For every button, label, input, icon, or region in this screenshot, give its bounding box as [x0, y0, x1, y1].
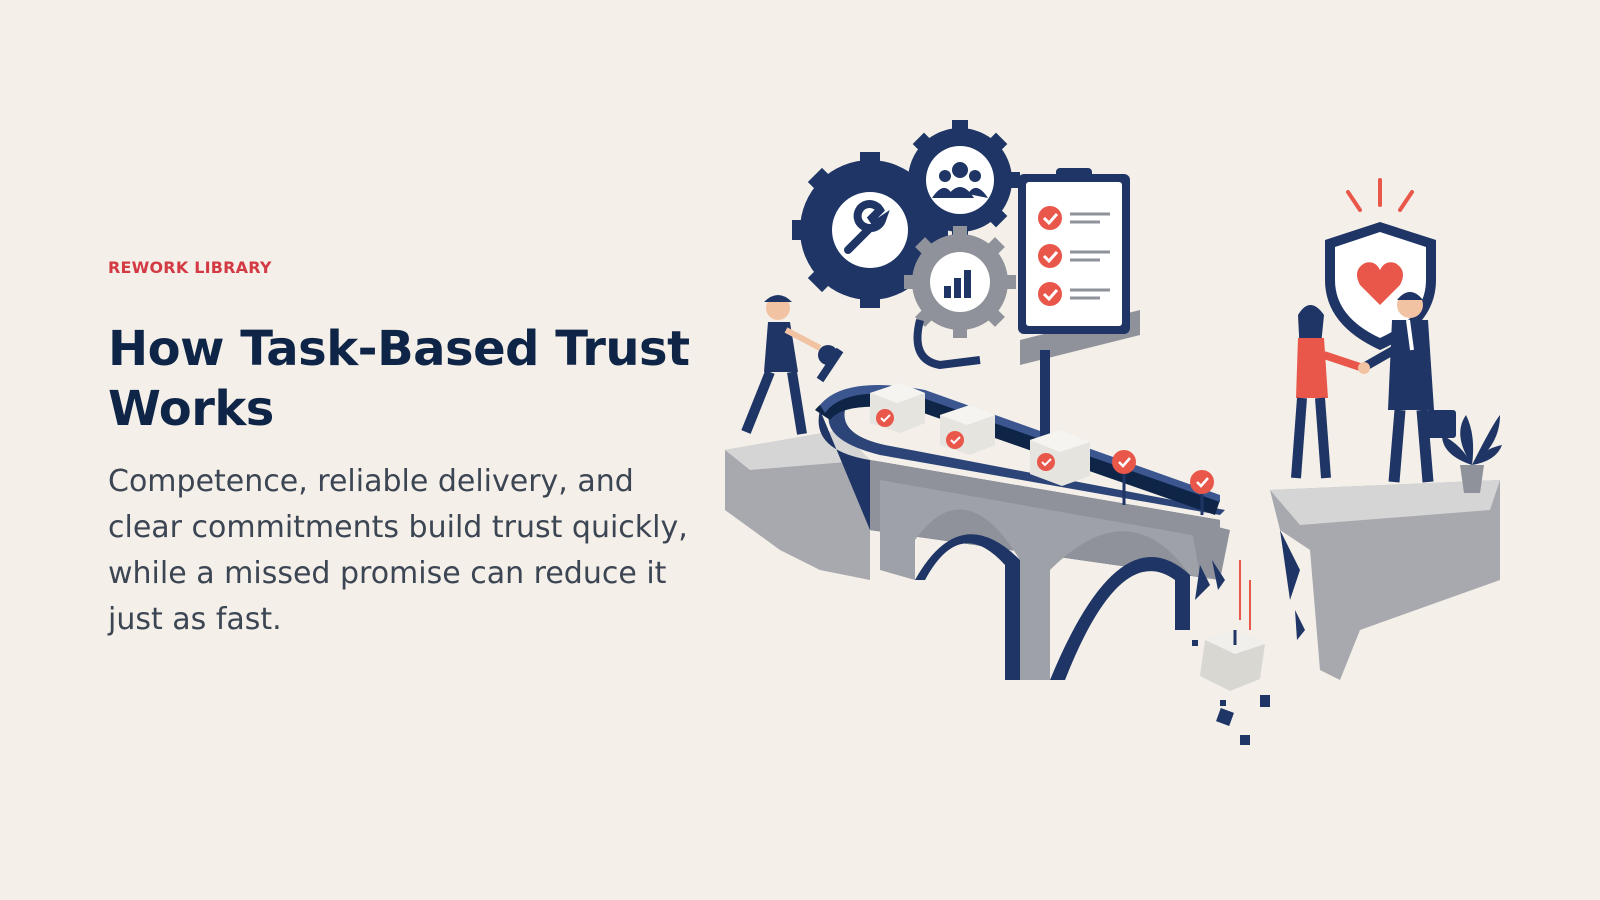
- gear-chart-icon: [904, 226, 1016, 338]
- bridge: [815, 385, 1230, 680]
- text-panel: REWORK LIBRARY How Task-Based Trust Work…: [108, 258, 708, 643]
- right-cliff: [1270, 480, 1500, 680]
- check-badge-icon: [1112, 450, 1214, 515]
- package-box-icon: [940, 405, 995, 455]
- package-box-icon: [1030, 430, 1090, 486]
- eyebrow-label: REWORK LIBRARY: [108, 258, 272, 277]
- worker-figure: [741, 295, 838, 435]
- woman-figure: [1291, 305, 1362, 479]
- package-box-icon: [870, 383, 925, 433]
- trust-bridge-illustration: [725, 120, 1502, 745]
- page-subtitle: Competence, reliable delivery, and clear…: [108, 464, 688, 637]
- clipboard-checklist-icon: [1018, 168, 1140, 440]
- man-figure: [1358, 292, 1456, 483]
- potted-plant-icon: [1442, 415, 1502, 493]
- falling-package: [1192, 560, 1270, 745]
- page-title: How Task-Based Trust Works: [108, 321, 690, 437]
- left-cliff: [725, 430, 870, 580]
